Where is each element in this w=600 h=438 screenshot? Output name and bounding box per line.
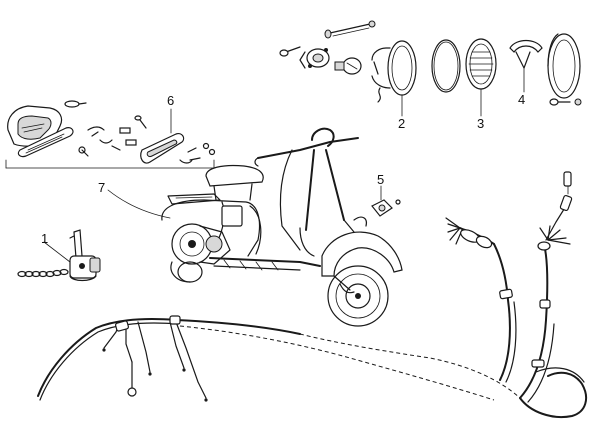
group-bracket	[5, 159, 215, 169]
headlamp-visor	[509, 39, 543, 93]
stop-light-switch	[371, 185, 401, 217]
headlamp-reflector	[371, 40, 417, 117]
bulb-holder	[299, 48, 330, 69]
tail-lamp-parts-group	[5, 100, 216, 169]
small-screw	[279, 46, 301, 57]
callout-2: 2	[398, 116, 405, 131]
headlamp-rim	[547, 33, 582, 106]
tail-lamp-lens	[17, 127, 74, 158]
scooter-illustration	[161, 127, 403, 327]
callout-1: 1	[41, 231, 48, 246]
headlamp-bulb	[334, 57, 362, 75]
plate-lamp-clips	[179, 142, 216, 164]
callout-4: 4	[518, 92, 525, 107]
ignition-switch	[17, 229, 101, 282]
tail-lamp-bulb	[64, 100, 87, 108]
key-chain	[17, 268, 69, 278]
callout-5: 5	[377, 172, 384, 187]
callout-6: 6	[167, 93, 174, 108]
callout-7: 7	[98, 180, 105, 195]
callout-labels: 1 2 3 4 5 6 7	[41, 92, 525, 246]
headlamp-screw	[324, 20, 376, 39]
headlamp-lens	[465, 38, 497, 117]
wiring-harness	[37, 171, 588, 418]
callout-3: 3	[477, 116, 484, 131]
number-plate-lamp	[140, 108, 185, 164]
leader-line-7	[107, 189, 171, 219]
headlamp-parts-group	[279, 20, 582, 117]
tail-lamp-fasteners	[78, 115, 147, 157]
sealing-ring	[431, 39, 461, 93]
